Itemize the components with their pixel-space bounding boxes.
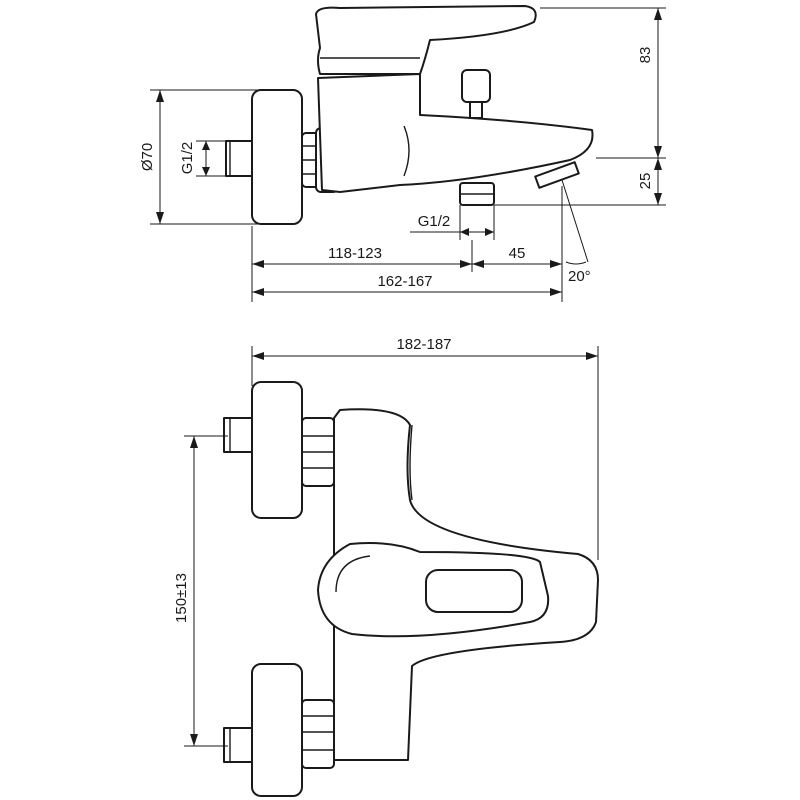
dim-wall-to-outlet: 118-123 — [328, 245, 382, 262]
side-lever-handle — [315, 5, 537, 75]
front-lower-thread — [223, 727, 253, 763]
dim-overall-depth: 182-187 — [396, 336, 451, 353]
dim-flange-diameter: Ø70 — [139, 143, 156, 171]
front-lower-nut — [301, 699, 335, 769]
dim-inlet-spacing: 150±13 — [173, 573, 190, 623]
side-mixer-body — [317, 73, 594, 193]
dim-wall-to-spout-tip: 162-167 — [377, 273, 432, 290]
dim-height-top: 83 — [637, 47, 654, 64]
side-diverter-knob — [461, 69, 491, 103]
dim-outlet-drop: 25 — [637, 173, 654, 190]
front-view: 182-187 150±13 — [173, 336, 599, 797]
front-upper-thread — [223, 417, 253, 453]
dim-spout-angle: 20° — [568, 268, 591, 285]
dim-outlet-to-spout: 45 — [509, 245, 526, 262]
front-lever-slot — [425, 569, 523, 613]
dim-inlet-thread: G1/2 — [179, 142, 196, 175]
side-wall-flange — [251, 89, 303, 225]
front-lower-flange — [251, 663, 303, 797]
side-view: 83 25 Ø70 G1/2 G1/2 — [139, 5, 666, 302]
front-upper-flange — [251, 381, 303, 519]
side-aerator — [534, 161, 580, 189]
dim-outlet-thread: G1/2 — [418, 213, 451, 230]
